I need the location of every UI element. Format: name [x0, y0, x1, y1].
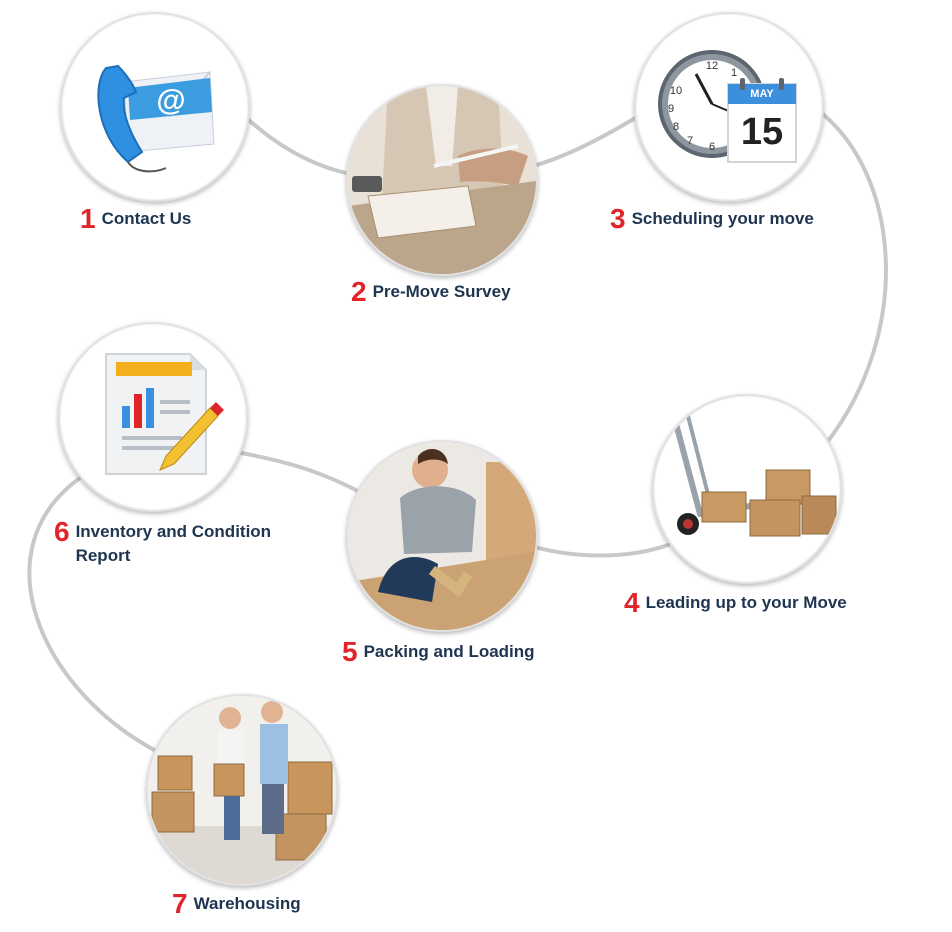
- step-number: 7: [172, 888, 188, 919]
- step-4-label: 4 Leading up to your Move: [624, 589, 847, 617]
- report-pencil-icon: [105, 353, 224, 475]
- step-5-circle[interactable]: [346, 440, 538, 632]
- step-title: Inventory and Condition Report: [75, 522, 272, 565]
- phone-email-icon: @: [97, 64, 215, 173]
- step-number: 5: [342, 636, 358, 667]
- step-5-label: 5 Packing and Loading: [342, 638, 535, 666]
- step-title: Contact Us: [101, 209, 192, 228]
- step-7-circle[interactable]: [146, 694, 338, 886]
- step-2-label: 2 Pre-Move Survey: [351, 278, 511, 306]
- svg-text:1: 1: [731, 67, 737, 79]
- step-4-circle[interactable]: [652, 394, 842, 584]
- step-number: 1: [80, 203, 96, 234]
- connector-2-3: [523, 110, 647, 170]
- svg-text:10: 10: [670, 85, 682, 97]
- connector-6-7: [27, 476, 160, 754]
- step-title: Pre-Move Survey: [372, 282, 511, 301]
- connector-3-4: [813, 106, 888, 447]
- family-boxes-photo: [148, 696, 336, 884]
- step-number: 3: [610, 203, 626, 234]
- calendar-month: MAY: [750, 88, 774, 100]
- svg-text:8: 8: [673, 121, 679, 133]
- connector-4-5: [526, 543, 670, 558]
- svg-text:6: 6: [709, 141, 715, 153]
- svg-text:12: 12: [706, 60, 718, 72]
- calendar-day: 15: [740, 111, 784, 153]
- svg-text:@: @: [156, 84, 185, 117]
- survey-photo: [348, 86, 536, 274]
- step-title: Leading up to your Move: [645, 593, 847, 612]
- svg-text:9: 9: [668, 103, 674, 115]
- packing-photo: [348, 442, 536, 630]
- step-3-label: 3 Scheduling your move: [610, 205, 814, 233]
- connector-1-2: [238, 110, 364, 178]
- step-title: Packing and Loading: [363, 642, 535, 661]
- step-title: Warehousing: [193, 894, 301, 913]
- step-1-label: 1 Contact Us: [80, 205, 192, 233]
- step-6-circle[interactable]: [58, 322, 248, 512]
- step-title: Scheduling your move: [631, 209, 814, 228]
- step-number: 6: [54, 516, 70, 547]
- step-7-label: 7 Warehousing: [172, 890, 301, 918]
- step-number: 4: [624, 587, 640, 618]
- step-1-circle[interactable]: @: [60, 12, 250, 202]
- step-2-circle[interactable]: [346, 84, 538, 276]
- svg-text:7: 7: [687, 135, 693, 147]
- hand-truck-boxes-icon: [671, 413, 837, 537]
- connector-5-6: [234, 450, 367, 497]
- step-number: 2: [351, 276, 367, 307]
